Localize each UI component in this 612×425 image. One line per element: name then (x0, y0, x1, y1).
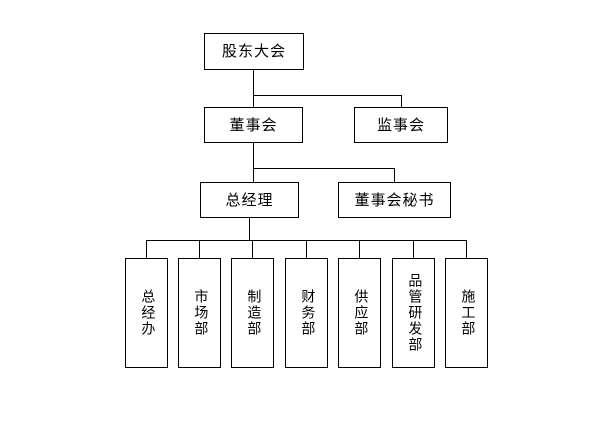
node-shareholders-meeting-label: 股东大会 (221, 42, 286, 60)
node-department-3[interactable]: 制造部 (231, 258, 274, 368)
node-department-4-label: 财务部 (299, 289, 316, 337)
node-department-7[interactable]: 施工部 (445, 258, 488, 368)
edge-drop-dept-5 (359, 240, 360, 258)
node-department-2-label: 市场部 (192, 289, 209, 337)
node-board-of-directors[interactable]: 董事会 (204, 107, 303, 143)
node-department-4[interactable]: 财务部 (285, 258, 328, 368)
edge-l1-bus (253, 95, 402, 96)
edge-l1-drop-supervisors (401, 95, 402, 107)
node-department-1-label: 总经办 (139, 289, 156, 337)
edge-l1-stem (253, 70, 254, 95)
edge-drop-dept-2 (199, 240, 200, 258)
node-department-6[interactable]: 品管研发部 (392, 258, 435, 368)
edge-l2-bus (253, 168, 395, 169)
node-department-7-label: 施工部 (459, 289, 476, 337)
edge-drop-dept-6 (413, 240, 414, 258)
edge-l3-stem (249, 218, 250, 240)
node-department-2[interactable]: 市场部 (178, 258, 221, 368)
node-board-secretary-label: 董事会秘书 (354, 190, 435, 209)
edge-l1-drop-directors (253, 95, 254, 107)
node-board-of-supervisors[interactable]: 监事会 (354, 107, 448, 143)
node-shareholders-meeting[interactable]: 股东大会 (204, 33, 304, 70)
node-board-of-directors-label: 董事会 (229, 115, 278, 134)
edge-drop-dept-4 (306, 240, 307, 258)
node-department-3-label: 制造部 (245, 289, 262, 337)
node-board-of-supervisors-label: 监事会 (376, 115, 425, 134)
edge-drop-dept-1 (146, 240, 147, 258)
edge-l2-drop-general-manager (253, 168, 254, 182)
node-general-manager[interactable]: 总经理 (200, 182, 299, 218)
edge-drop-dept-3 (252, 240, 253, 258)
node-department-1[interactable]: 总经办 (125, 258, 168, 368)
edge-l2-drop-board-secretary (394, 168, 395, 182)
node-department-5[interactable]: 供应部 (338, 258, 381, 368)
node-general-manager-label: 总经理 (225, 190, 274, 209)
edge-drop-dept-7 (466, 240, 467, 258)
node-board-secretary[interactable]: 董事会秘书 (338, 182, 451, 218)
node-department-6-label: 品管研发部 (406, 273, 423, 353)
node-department-5-label: 供应部 (352, 289, 369, 337)
edge-l2-stem (253, 143, 254, 168)
